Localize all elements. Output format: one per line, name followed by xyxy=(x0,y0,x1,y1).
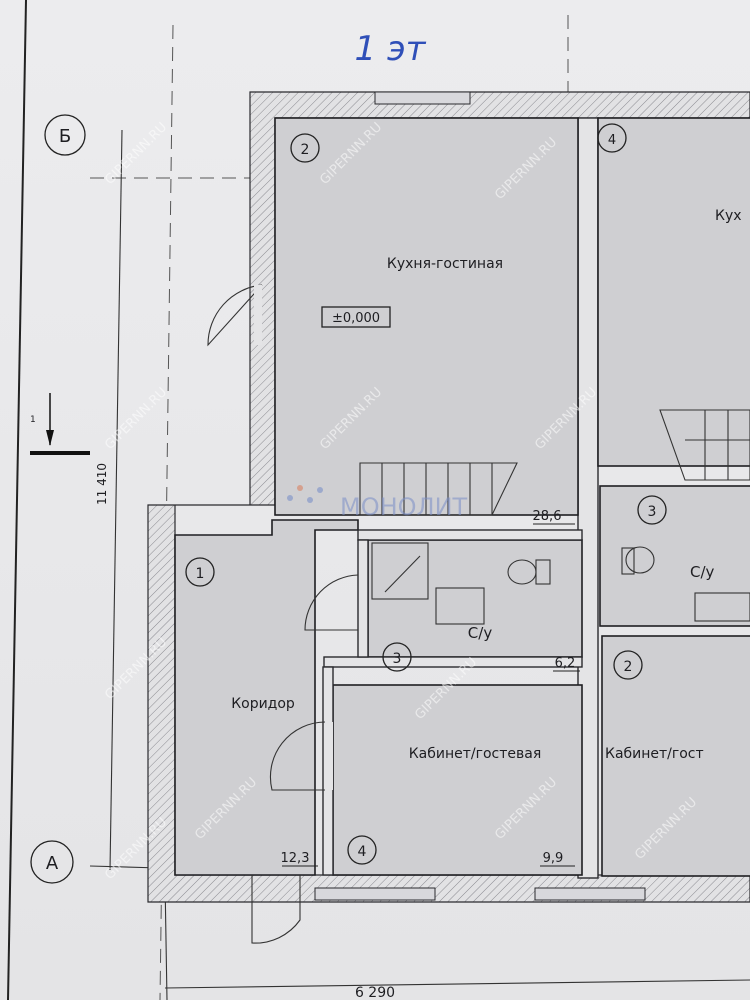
room-name-bathroom: С/у xyxy=(468,624,493,642)
doors xyxy=(207,284,366,944)
sheet-border xyxy=(7,0,27,1000)
dimension-line-horizontal xyxy=(164,979,750,989)
svg-text:GIPERNN.RU: GIPERNN.RU xyxy=(102,385,170,453)
svg-text:3: 3 xyxy=(648,504,657,520)
neighbor-name-cabinet: Кабинет/гост xyxy=(605,746,704,762)
svg-text:4: 4 xyxy=(358,844,367,860)
floor-note: 1 эт xyxy=(355,29,427,69)
axis-marker-a xyxy=(30,840,74,884)
neighbor-room-bathroom xyxy=(599,485,750,627)
svg-text:6,2: 6,2 xyxy=(555,656,576,671)
neighbor-name-bathroom: С/у xyxy=(690,563,715,581)
svg-text:12,3: 12,3 xyxy=(281,851,310,866)
room-numbers: 2 1 3 4 4 3 2 xyxy=(185,123,667,865)
dimension-horizontal: 6 290 xyxy=(355,985,395,1000)
sink xyxy=(435,587,485,625)
svg-text:1: 1 xyxy=(196,566,205,582)
neighbor-name-kitchen: Кух xyxy=(715,208,742,224)
elevation-mark: ±0,000 xyxy=(332,311,380,326)
room-name-corridor: Коридор xyxy=(231,696,295,712)
stairs xyxy=(359,409,750,516)
plumbing-fixtures xyxy=(371,542,750,625)
svg-text:2: 2 xyxy=(624,659,633,675)
room-name-cabinet: Кабинет/гостевая xyxy=(409,746,542,762)
svg-text:28,6: 28,6 xyxy=(533,509,562,524)
svg-text:3: 3 xyxy=(393,651,402,667)
partition xyxy=(323,656,583,668)
svg-text:4: 4 xyxy=(608,133,616,148)
axis-label-a: А xyxy=(46,853,59,874)
section-mark-label: 1 xyxy=(30,415,36,425)
dimension-vertical: 11 410 xyxy=(95,463,109,505)
svg-text:9,9: 9,9 xyxy=(543,851,564,866)
room-name-kitchen-living: Кухня-гостиная xyxy=(387,256,503,272)
svg-text:2: 2 xyxy=(301,142,310,158)
axis-marker-b xyxy=(44,114,86,156)
partition xyxy=(357,529,583,541)
room-areas: 28,6 12,3 6,2 9,9 xyxy=(281,509,580,867)
neighbor-room-kitchen xyxy=(597,117,750,467)
neighbor-room-cabinet xyxy=(601,635,750,877)
dimension-line-vertical xyxy=(109,129,123,871)
shower-tray xyxy=(371,542,429,600)
svg-text:МОНОЛИТ: МОНОЛИТ xyxy=(340,493,468,521)
axis-label-b: Б xyxy=(59,126,71,147)
monolit-logo-watermark: МОНОЛИТ xyxy=(287,485,468,521)
room-kitchen-living xyxy=(274,117,579,516)
elevation-box xyxy=(321,306,391,328)
section-mark: 1 xyxy=(30,393,90,455)
